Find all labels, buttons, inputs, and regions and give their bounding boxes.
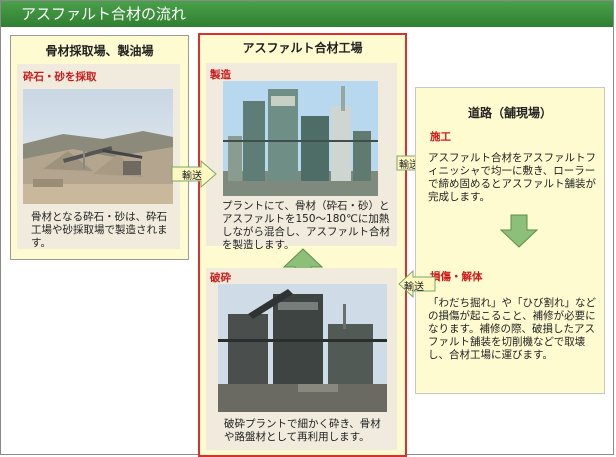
- arrow-road-to-plant: 輸送: [398, 269, 436, 302]
- panel-plant-title: アスファルト合材工場: [242, 41, 363, 55]
- construction-label: 施工: [430, 131, 451, 143]
- crushing-label: 破砕: [210, 272, 231, 284]
- plant-photo: [223, 81, 378, 196]
- damage-description: 「わだち掘れ」や「ひび割れ」などの損傷が起こること、補修が必要になります。補修の…: [428, 297, 596, 361]
- crushing-description: 破砕プラントで細かく砕き、骨材や路盤材として再利用します。: [224, 418, 381, 443]
- quarry-photo: [23, 89, 173, 204]
- panel-quarry: 骨材採取場、製油場 砕石・砂を採取: [10, 35, 189, 260]
- crushing-section: 破砕 破砕プラントで細かく砕き、骨材や路盤材として再利用します。: [206, 268, 397, 450]
- arrow-plant-to-road-label: 輸送: [399, 160, 419, 171]
- manufacture-description: プラントにて、骨材（砕石・砂）とアスファルトを150〜180℃に加熱しながら混合…: [222, 200, 390, 251]
- panel-quarry-title: 骨材採取場、製油場: [45, 44, 154, 58]
- panel-road: 道路（舗現場） 施工 アスファルト合材をアスファルトフィニッシャで均一に敷き、ロ…: [415, 87, 605, 394]
- diagram-title: アスファルト合材の流れ: [21, 5, 187, 23]
- manufacture-section: 製造 プラントにて、骨材（砕石・砂）とアスファルトを150〜180℃に加熱しなが…: [206, 63, 397, 251]
- quarry-section: 砕石・砂を採取: [17, 64, 180, 249]
- crushing-photo: [218, 284, 387, 412]
- quarry-description: 骨材となる砕石・砂は、砕石工場や砂採取場で製造されます。: [31, 211, 168, 249]
- arrow-road-to-plant-label: 輸送: [404, 282, 424, 293]
- manufacture-label: 製造: [210, 69, 231, 81]
- construction-description: アスファルト合材をアスファルトフィニッシャで均一に敷き、ローラーで締め固めるとア…: [428, 152, 596, 203]
- quarry-section-label: 砕石・砂を採取: [23, 71, 97, 83]
- arrow-quarry-to-plant-label: 輸送: [182, 171, 202, 182]
- diagram-header: アスファルト合材の流れ: [1, 1, 613, 27]
- damage-label: 損傷・解体: [430, 271, 483, 283]
- panel-road-title: 道路（舗現場）: [467, 106, 552, 120]
- arrow-quarry-to-plant: 輸送: [171, 159, 217, 192]
- down-arrow: [500, 214, 538, 248]
- panel-plant: アスファルト合材工場 製造 プラントにて、骨材（砕石・砂）: [198, 33, 407, 457]
